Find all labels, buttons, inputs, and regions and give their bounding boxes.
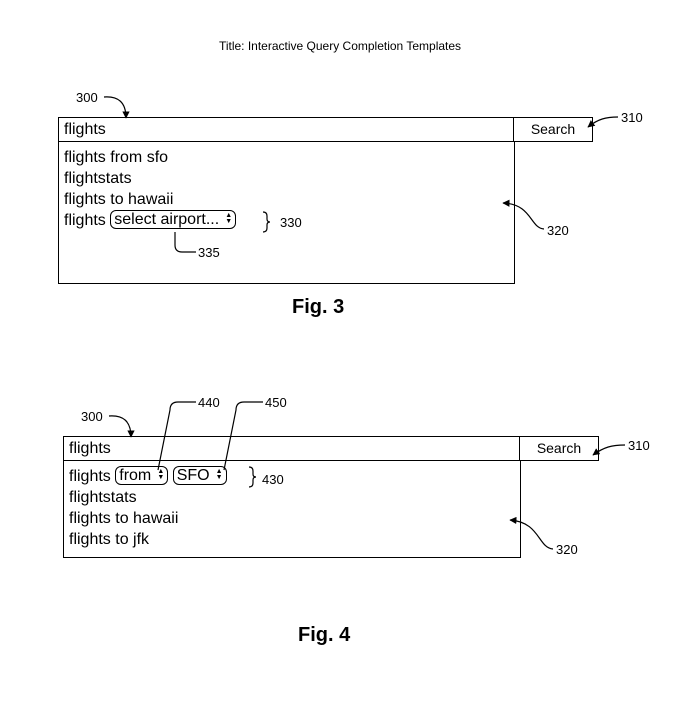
fig4-search-input[interactable]: flights [63,436,521,461]
fig3-airport-select-value: select airport... [114,211,220,228]
fig3-suggestion-item[interactable]: flights to hawaii [64,191,174,208]
fig3-suggestion-dropdown [58,141,515,284]
fig4-airport-select-value: SFO [176,467,210,484]
ref-label-310: 310 [628,438,650,453]
up-down-arrows-icon: ▲▼ [215,468,223,481]
fig4-caption: Fig. 4 [298,624,351,646]
fig4-direction-select[interactable]: from ▲▼ [115,466,169,485]
ref-label-300: 300 [81,409,103,424]
ref-label-320: 320 [556,542,578,557]
fig3-caption: Fig. 3 [292,296,345,318]
fig4-template-suggestion[interactable]: flights from ▲▼ SFO ▲▼ [69,466,227,486]
fig3-search-input[interactable]: flights [58,117,515,142]
fig4-suggestion-item[interactable]: flights to hawaii [69,510,179,527]
ref-label-335: 335 [198,245,220,260]
fig4-direction-select-value: from [119,467,152,484]
ref-label-320: 320 [547,223,569,238]
fig3-suggestion-item[interactable]: flightstats [64,170,132,187]
up-down-arrows-icon: ▲▼ [225,212,233,225]
fig3-search-button[interactable]: Search [513,117,593,142]
leader-line-icon [103,96,130,119]
ref-label-300: 300 [76,90,98,105]
ref-label-450: 450 [265,395,287,410]
fig4-search-button[interactable]: Search [519,436,599,461]
up-down-arrows-icon: ▲▼ [157,468,165,481]
ref-label-430: 430 [262,472,284,487]
page-title: Title: Interactive Query Completion Temp… [218,39,462,53]
fig3-template-suggestion[interactable]: flights select airport... ▲▼ [64,210,237,230]
fig3-template-prefix: flights [64,212,106,230]
fig4-suggestion-dropdown [63,460,521,558]
ref-label-440: 440 [198,395,220,410]
fig4-template-prefix: flights [69,468,111,486]
ref-label-330: 330 [280,215,302,230]
leader-line-icon [108,415,135,438]
ref-label-310: 310 [621,110,643,125]
fig4-suggestion-item[interactable]: flightstats [69,489,137,506]
fig3-airport-select[interactable]: select airport... ▲▼ [110,210,237,229]
fig4-airport-select[interactable]: SFO ▲▼ [172,466,227,485]
fig4-suggestion-item[interactable]: flights to jfk [69,531,150,548]
fig3-suggestion-item[interactable]: flights from sfo [64,149,169,166]
